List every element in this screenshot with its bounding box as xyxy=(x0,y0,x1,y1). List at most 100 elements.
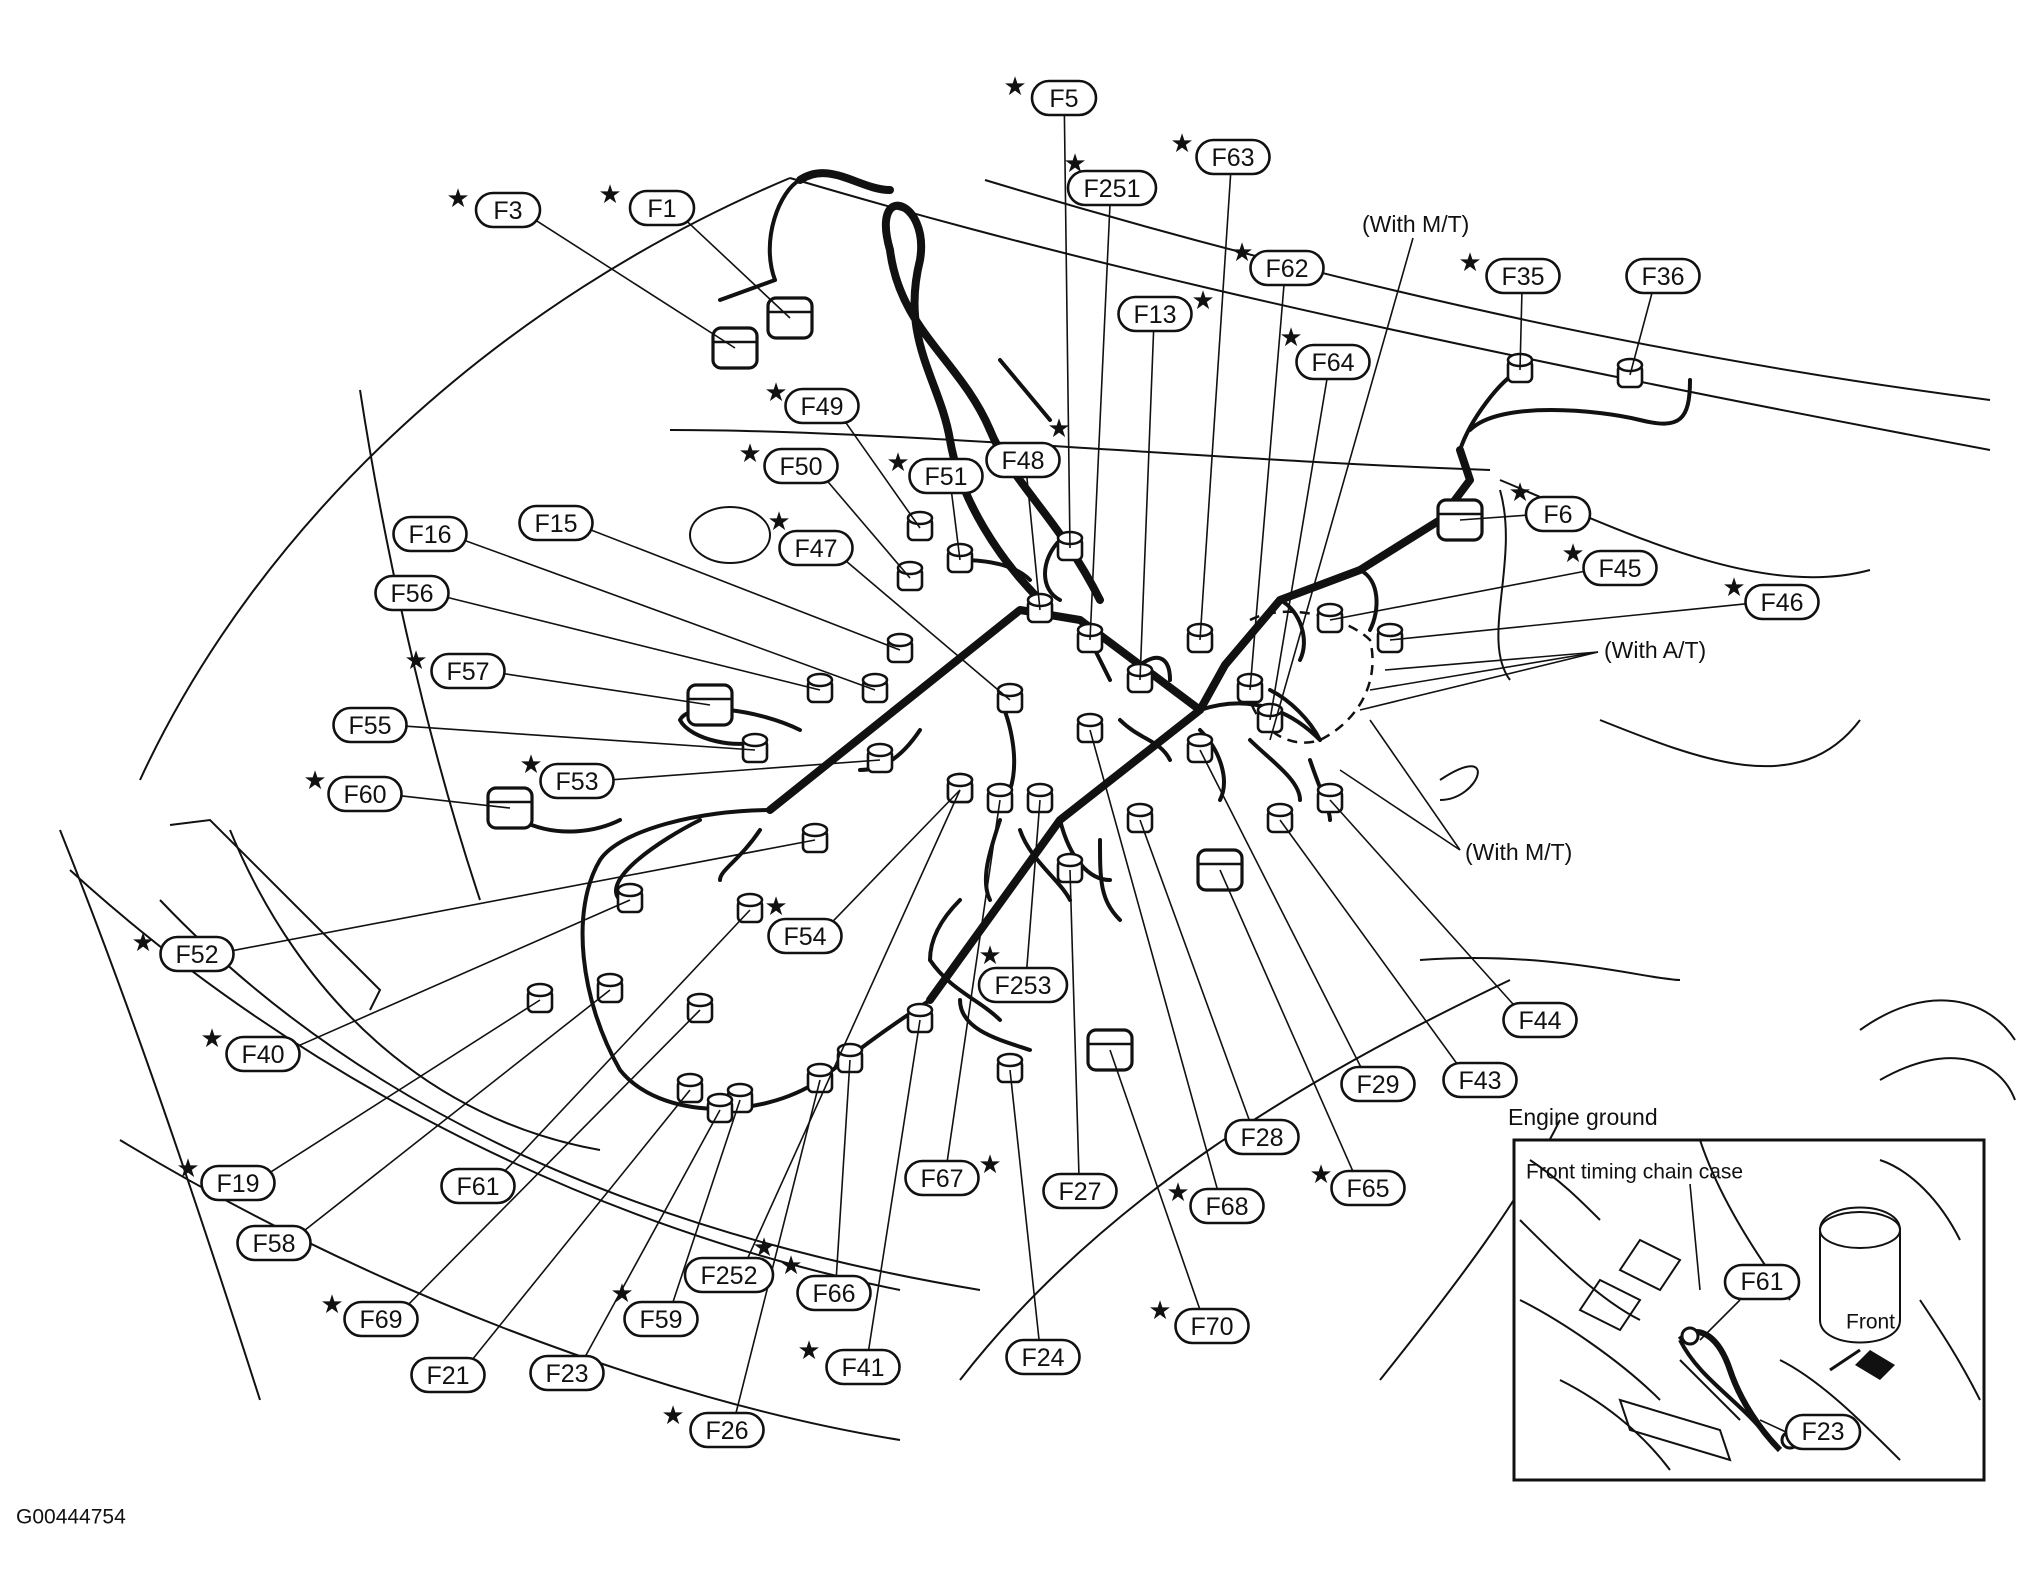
inset-subtitle: Front timing chain case xyxy=(1526,1161,1743,1184)
connector-f56-label: F56 xyxy=(374,574,450,612)
connector-f67-label: F67★ xyxy=(904,1149,1002,1197)
connector-f67-plug xyxy=(986,782,1014,814)
connector-f21-label-text: F21 xyxy=(426,1362,469,1390)
connector-f19-plug xyxy=(526,982,554,1014)
leader-f56 xyxy=(443,595,821,691)
leader-f48 xyxy=(1025,474,1041,611)
connector-f24-plug xyxy=(996,1052,1024,1084)
connector-f44-label-text: F44 xyxy=(1518,1007,1561,1035)
connector-f62-plug xyxy=(1236,672,1264,704)
connector-f40-plug xyxy=(616,882,644,914)
connector-f253-star-icon: ★ xyxy=(978,940,1001,970)
connector-f47-star-icon: ★ xyxy=(767,506,790,536)
connector-f46-star-icon: ★ xyxy=(1722,572,1745,602)
connector-f26-star-icon: ★ xyxy=(661,1400,684,1430)
connector-f52-label-text: F52 xyxy=(175,941,218,969)
connector-f53-star-icon: ★ xyxy=(519,749,542,779)
connector-f251-label: F251★ xyxy=(1063,148,1158,207)
connector-f54-label: F54★ xyxy=(764,891,843,955)
diagram-code: G00444754 xyxy=(16,1506,126,1529)
leader-f252 xyxy=(745,789,961,1262)
connector-f44-plug xyxy=(1316,782,1344,814)
connector-f251-star-icon: ★ xyxy=(1063,148,1086,178)
connector-f58-plug xyxy=(596,972,624,1004)
connector-f43-label-text: F43 xyxy=(1458,1067,1501,1095)
connector-f50-label-text: F50 xyxy=(779,453,822,481)
connector-f26-label-text: F26 xyxy=(705,1417,748,1445)
connector-f58-label-text: F58 xyxy=(252,1230,295,1258)
connector-f35-label: F35★ xyxy=(1458,247,1561,295)
connector-f49-label-text: F49 xyxy=(800,393,843,421)
leader-f40 xyxy=(292,899,631,1049)
leader-f251 xyxy=(1089,202,1111,641)
connector-f70-label-text: F70 xyxy=(1190,1313,1233,1341)
connector-f15-label-text: F15 xyxy=(534,510,577,538)
connector-f49-plug xyxy=(906,510,934,542)
connector-f24-label-text: F24 xyxy=(1021,1344,1064,1372)
connector-f26-plug xyxy=(806,1062,834,1094)
connector-f252-star-icon: ★ xyxy=(752,1232,775,1262)
connector-f19-label-text: F19 xyxy=(216,1170,259,1198)
connector-f69-label-text: F69 xyxy=(359,1306,402,1334)
leader-f55 xyxy=(402,725,756,751)
with-mt-note-top: (With M/T) xyxy=(1362,211,1469,237)
connector-f68-plug xyxy=(1076,712,1104,744)
connector-f3-star-icon: ★ xyxy=(446,183,469,213)
connector-f60-label: F60★ xyxy=(303,765,403,813)
connector-f19-star-icon: ★ xyxy=(176,1153,199,1183)
connector-f23-label-text: F23 xyxy=(545,1360,588,1388)
connector-f29-plug xyxy=(1186,732,1214,764)
leader-f28 xyxy=(1139,819,1252,1124)
connector-f27-label: F27 xyxy=(1042,1172,1118,1210)
connector-f29-label: F29 xyxy=(1340,1065,1416,1103)
connector-f5-label: F5★ xyxy=(1003,71,1098,117)
connector-f60-label-text: F60 xyxy=(343,781,386,809)
leader-f57 xyxy=(500,672,711,706)
connector-f61-label: F61 xyxy=(440,1167,516,1205)
connector-f68-label-text: F68 xyxy=(1205,1193,1248,1221)
connector-f52-star-icon: ★ xyxy=(131,927,154,957)
connector-f252-plug xyxy=(946,772,974,804)
connector-f68-star-icon: ★ xyxy=(1166,1177,1189,1207)
connector-f70-star-icon: ★ xyxy=(1148,1295,1171,1325)
connector-f48-label: F48★ xyxy=(985,413,1071,479)
leader-f60 xyxy=(397,794,511,809)
connector-f44-label: F44 xyxy=(1502,1001,1578,1039)
connector-f16-label-text: F16 xyxy=(408,521,451,549)
leader-f6 xyxy=(1459,514,1531,521)
leader-f15 xyxy=(586,527,901,651)
leader-f29 xyxy=(1199,749,1364,1072)
connector-f27-label-text: F27 xyxy=(1058,1178,1101,1206)
connector-f53-label: F53★ xyxy=(519,749,615,800)
connector-f65-star-icon: ★ xyxy=(1309,1159,1332,1189)
connector-f45-label-text: F45 xyxy=(1598,555,1641,583)
leader-f59 xyxy=(671,1099,741,1306)
leader-f62 xyxy=(1249,282,1285,691)
connector-f47-plug xyxy=(996,682,1024,714)
connector-f41-plug xyxy=(906,1002,934,1034)
connector-f57-star-icon: ★ xyxy=(404,645,427,675)
connector-f35-star-icon: ★ xyxy=(1458,247,1481,277)
connector-f3-label-text: F3 xyxy=(493,197,522,225)
leader-f5 xyxy=(1063,112,1071,549)
connector-f41-star-icon: ★ xyxy=(797,1335,820,1365)
leader-f53 xyxy=(609,759,881,781)
connector-f40-label: F40★ xyxy=(200,1023,301,1073)
connector-f63-label: F63★ xyxy=(1170,128,1271,176)
connector-f70-label: F70 ★ xyxy=(1148,1295,1250,1345)
leader-f27 xyxy=(1069,869,1080,1177)
leader-f45 xyxy=(1329,569,1589,621)
connector-f6-star-icon: ★ xyxy=(1508,477,1531,507)
leader-f50 xyxy=(823,476,911,579)
leader-f58 xyxy=(299,989,611,1235)
with-at-note: (With A/T) xyxy=(1604,637,1706,663)
connector-f52-label: F52 ★ xyxy=(131,927,235,973)
connector-f13-label-text: F13 xyxy=(1133,301,1176,329)
connector-f51-star-icon: ★ xyxy=(886,447,909,477)
leader-f51 xyxy=(950,490,961,561)
connector-f64-label: F64★ xyxy=(1279,322,1371,381)
connector-f46-plug xyxy=(1376,622,1404,654)
connector-f21-label: F21 xyxy=(410,1356,486,1394)
connector-f50-plug xyxy=(896,560,924,592)
connector-f65-label: F65★ xyxy=(1309,1159,1406,1207)
